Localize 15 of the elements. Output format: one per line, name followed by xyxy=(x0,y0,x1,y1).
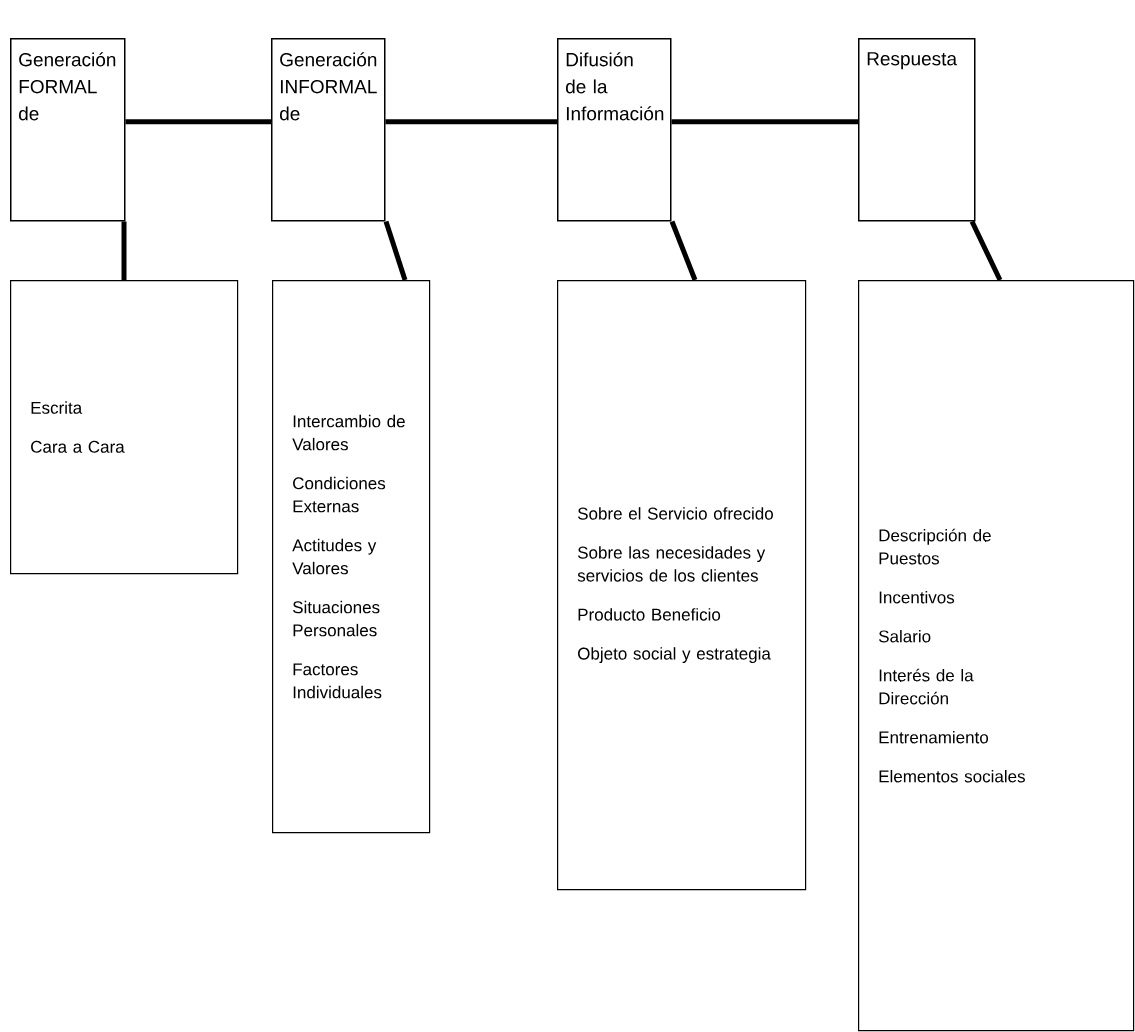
list-box: Intercambio de Valores Condiciones Externas Actitudes y Valores Situaciones Personales Factores Individuales xyxy=(272,280,431,834)
connector-line xyxy=(125,119,271,125)
heading-box: Respuesta xyxy=(858,38,976,222)
connector-line xyxy=(385,119,557,125)
connector-line xyxy=(669,220,698,281)
list-box: Descripción de Puestos Incentivos Salario Interés de la Dirección Entrenamiento Elementos sociales xyxy=(858,280,1135,1032)
heading-box: Generación FORMAL de xyxy=(10,38,126,222)
heading-box: Difusión de la Información xyxy=(557,38,672,222)
connector-line xyxy=(121,221,127,280)
connector-line xyxy=(383,220,408,281)
heading-box: Generación INFORMAL de xyxy=(271,38,386,222)
connector-line xyxy=(671,119,858,125)
list-box: Escrita Cara a Cara xyxy=(10,280,239,575)
list-box: Sobre el Servicio ofrecido Sobre las necesidades y servicios de los clientes Producto Beneficio Objeto social y estrategia xyxy=(557,280,807,891)
connector-line xyxy=(969,220,1003,282)
